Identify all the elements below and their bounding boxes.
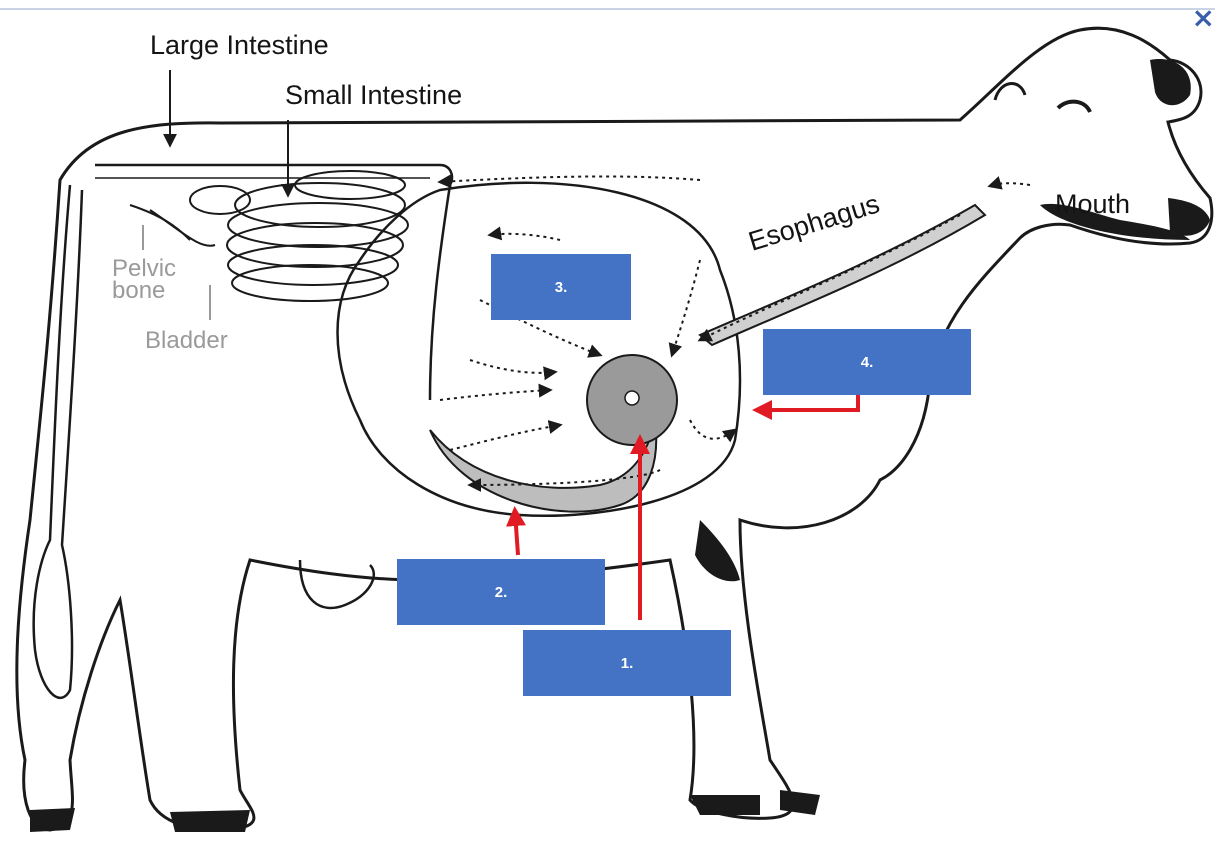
bladder-label: Bladder bbox=[145, 330, 228, 352]
answer-box-4[interactable]: 4. bbox=[763, 329, 971, 395]
cow-leg-patch-front bbox=[695, 520, 740, 581]
cow-hoof-front-right bbox=[780, 790, 820, 815]
pointer-arrow-2 bbox=[515, 512, 518, 555]
reticulum-opening bbox=[625, 391, 639, 405]
cow-hoof-rear-left bbox=[30, 808, 75, 832]
answer-box-1[interactable]: 1. bbox=[523, 630, 731, 696]
rumen-outline bbox=[338, 183, 741, 516]
large-intestine-label: Large Intestine bbox=[150, 30, 329, 61]
cow-horn bbox=[995, 84, 1025, 100]
pelvic-bone-label: Pelvic bone bbox=[112, 258, 176, 302]
small-intestine-label: Small Intestine bbox=[285, 80, 462, 111]
answer-box-2[interactable]: 2. bbox=[397, 559, 605, 625]
cow-tail bbox=[34, 185, 82, 698]
cow-udder bbox=[300, 560, 374, 608]
cow-muzzle bbox=[1168, 198, 1210, 236]
cow-hoof-front-left bbox=[690, 795, 760, 815]
black-label-pointers bbox=[170, 70, 288, 195]
cow-hoof-rear-right bbox=[170, 810, 250, 832]
answer-box-3[interactable]: 3. bbox=[491, 254, 631, 320]
cow-eye bbox=[1058, 102, 1090, 112]
mouth-label: Mouth bbox=[1055, 189, 1130, 220]
